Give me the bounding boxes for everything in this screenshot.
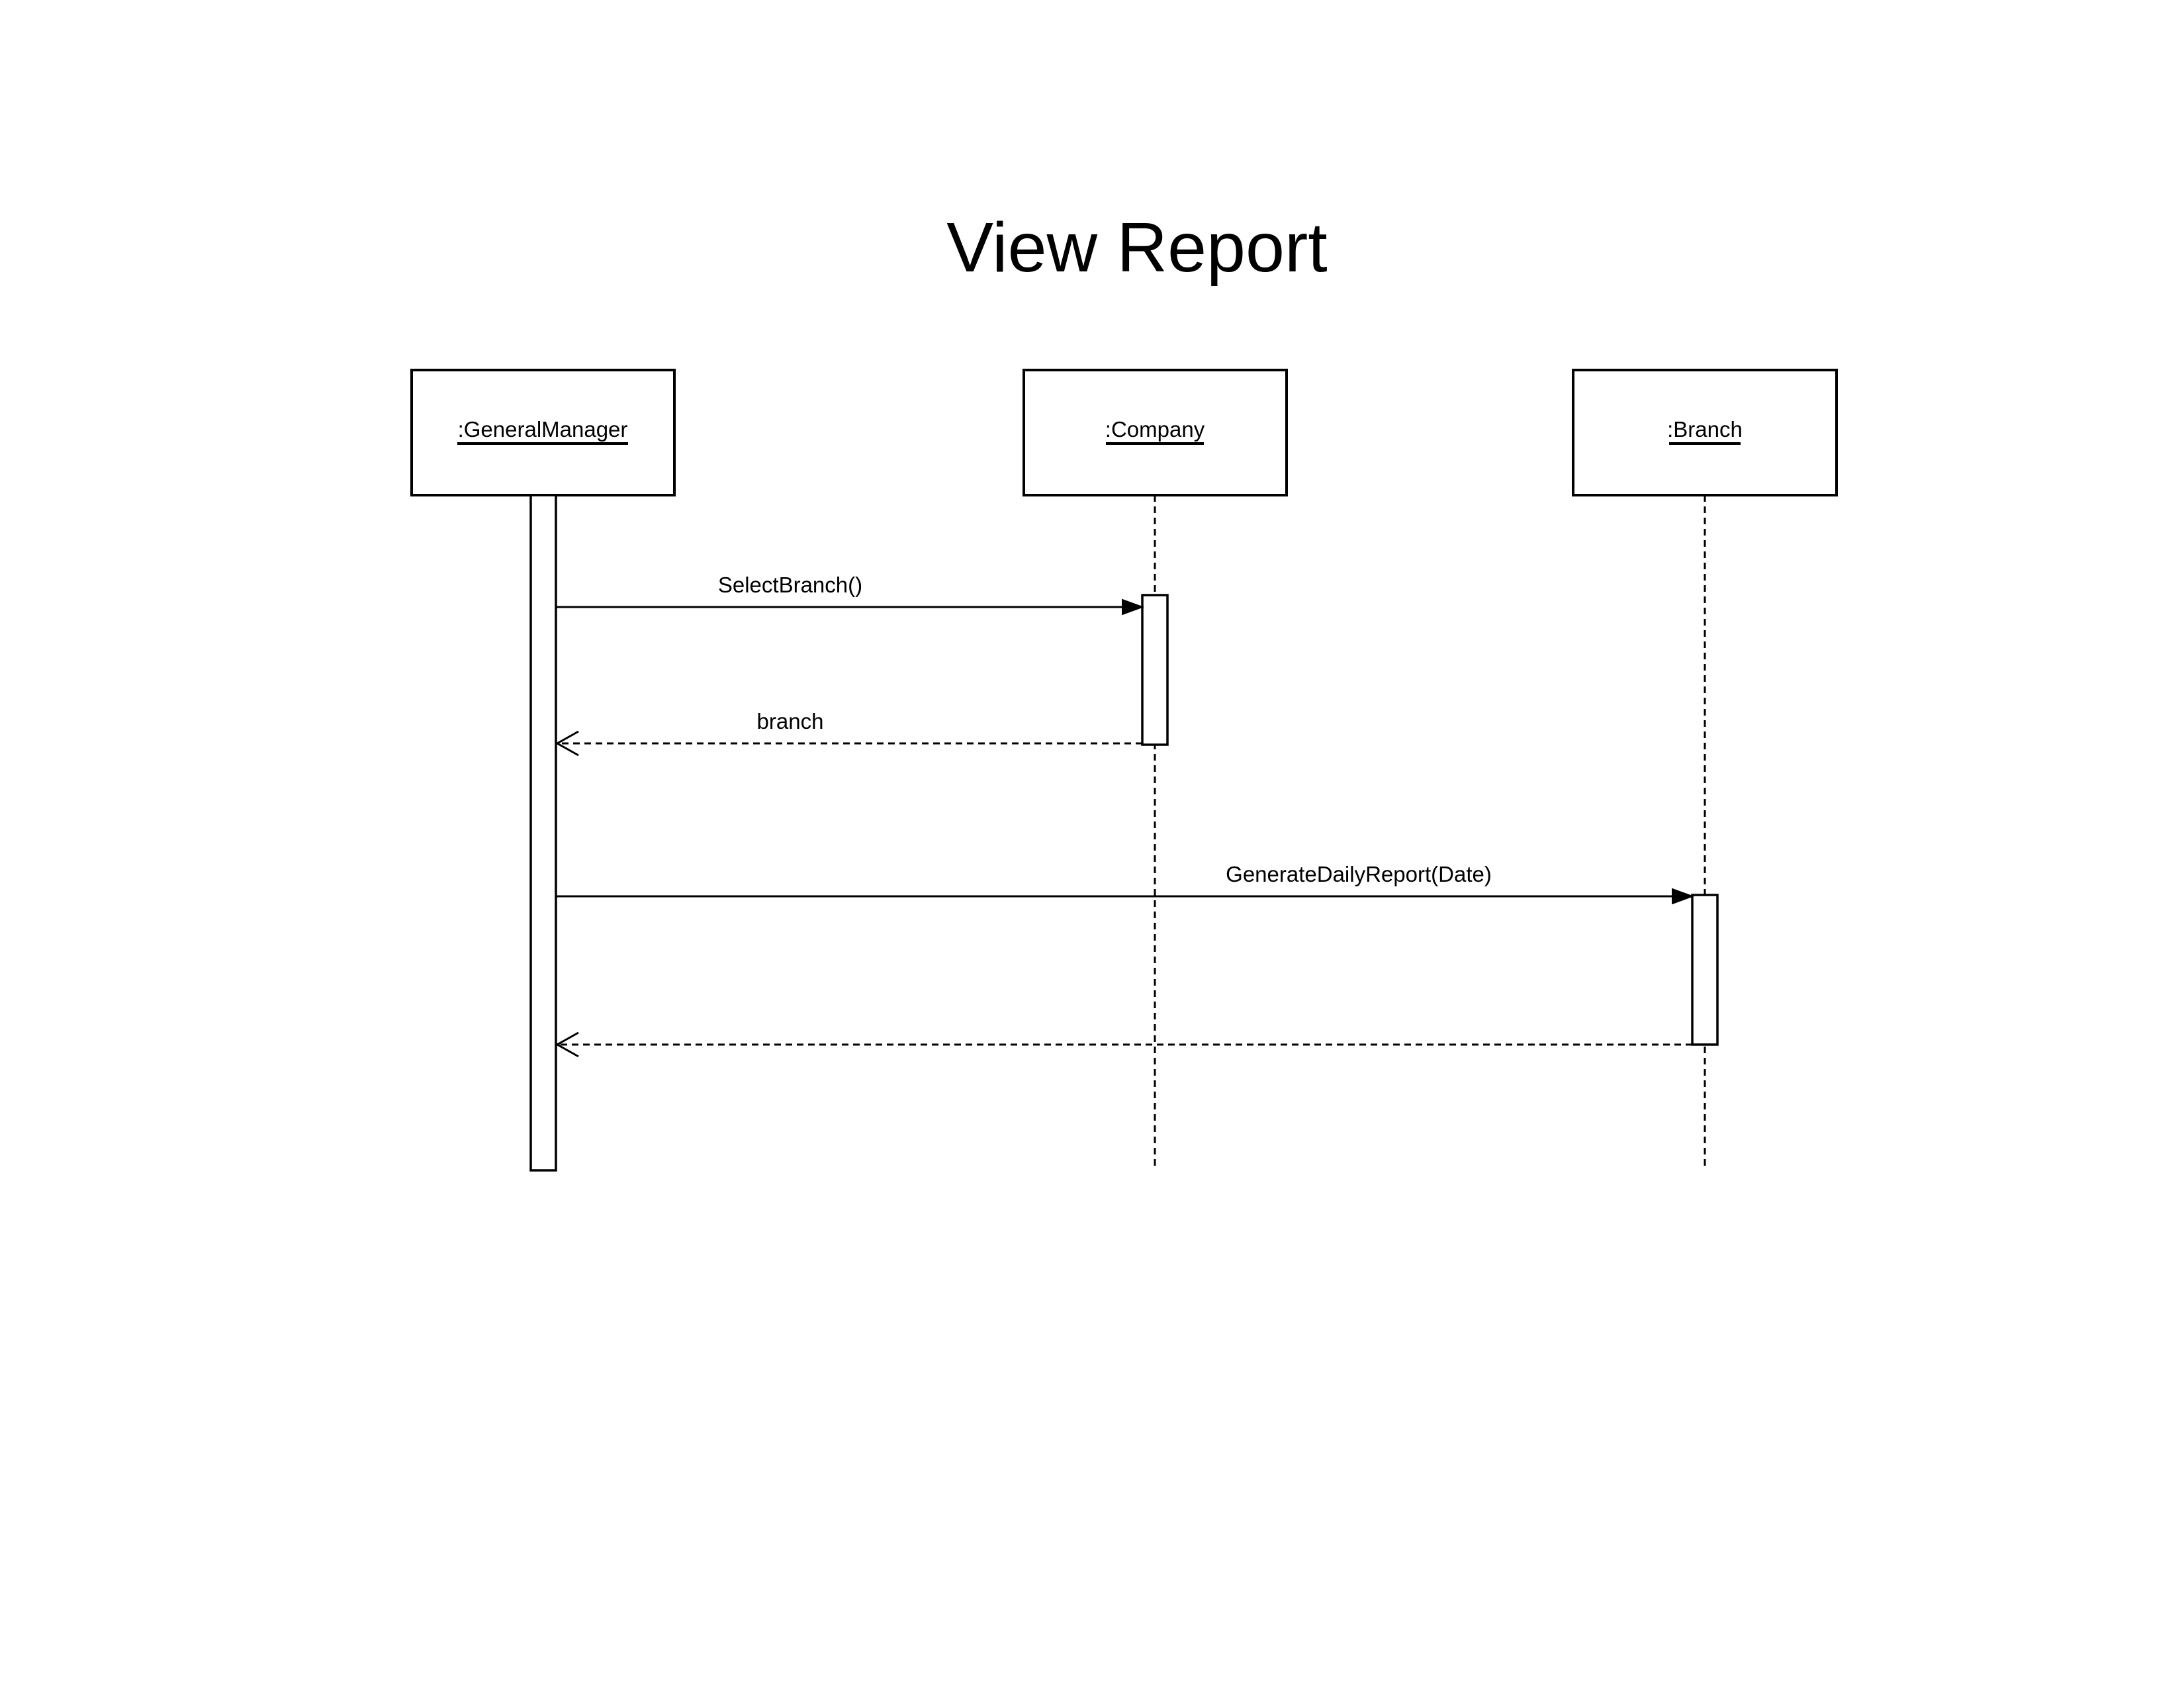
participant-branch[interactable]: :Branch <box>1572 369 1838 496</box>
participant-general-manager[interactable]: :GeneralManager <box>410 369 676 496</box>
open-arrowhead-icon <box>555 1031 579 1058</box>
activation-bar-company <box>1141 594 1169 746</box>
message-label: SelectBranch() <box>718 573 862 597</box>
filled-arrowhead-icon <box>1672 888 1694 905</box>
message-report-return[interactable] <box>555 1031 1692 1058</box>
activation-bar-general-manager <box>529 494 557 1172</box>
participant-label: :Branch <box>1667 417 1743 442</box>
activation-bar-branch <box>1691 894 1719 1046</box>
diagram-title: View Report <box>946 209 1327 287</box>
participant-box <box>410 369 676 496</box>
message-generate-daily-report[interactable]: GenerateDailyReport(Date) <box>556 862 1694 905</box>
message-branch-return[interactable]: branch <box>555 709 1142 757</box>
participant-label: :GeneralManager <box>458 417 628 442</box>
message-label: branch <box>757 709 824 733</box>
participant-box <box>1572 369 1838 496</box>
message-select-branch[interactable]: SelectBranch() <box>556 573 1144 616</box>
participant-label: :Company <box>1105 417 1205 442</box>
participant-box <box>1023 369 1288 496</box>
open-arrowhead-icon <box>555 730 579 757</box>
participant-company[interactable]: :Company <box>1023 369 1288 496</box>
filled-arrowhead-icon <box>1122 598 1144 616</box>
message-label: GenerateDailyReport(Date) <box>1226 862 1492 886</box>
